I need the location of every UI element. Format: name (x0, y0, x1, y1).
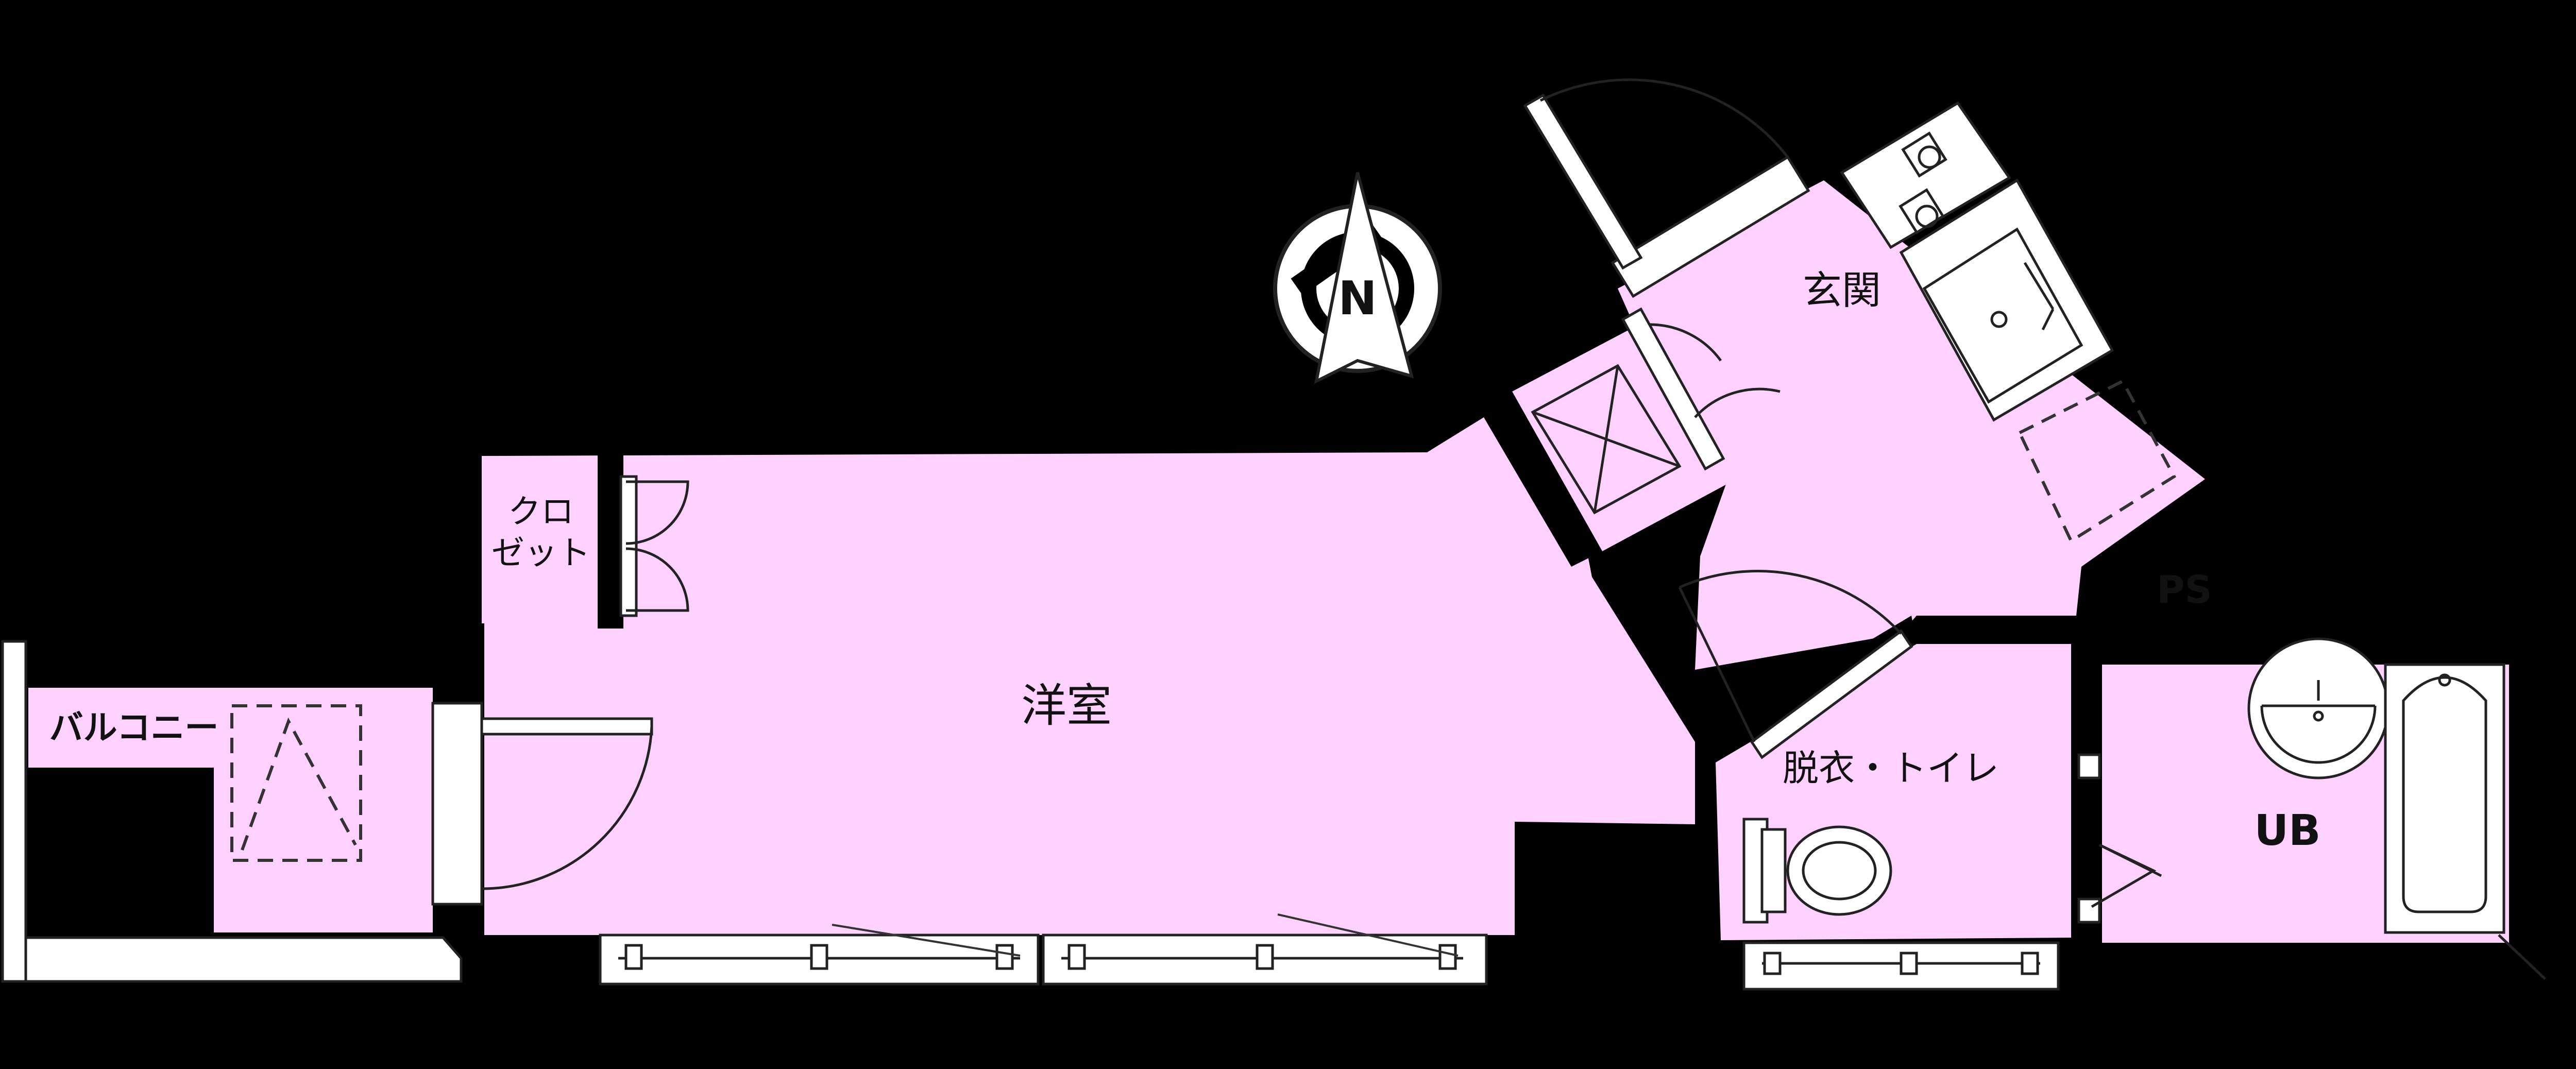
compass-north-label: N (1338, 272, 1377, 326)
ps-wall-edge (2498, 934, 2546, 980)
bottom-window-right (1042, 913, 1488, 986)
balcony-side-rail (1, 640, 27, 983)
closet-label-line1: クロ (508, 493, 574, 531)
balcony-door (480, 717, 653, 890)
toilet-icon (1742, 818, 1892, 924)
closet-wall (598, 453, 623, 629)
balcony-label: バルコニー (49, 708, 219, 748)
balcony-area (28, 688, 433, 932)
western-room-area (484, 417, 1695, 935)
outdoor-unit (230, 704, 362, 862)
entrance-area (1618, 180, 2205, 670)
storage-icon (1531, 364, 1682, 515)
pipe-space-label: PS (2157, 568, 2212, 612)
washer-space-icon (2018, 379, 2176, 544)
unit-bath-label: UB (2254, 806, 2320, 855)
washroom-top-wall (1917, 616, 2076, 644)
storage-door (1621, 307, 1781, 471)
bottom-window-left (599, 924, 1040, 986)
closet-label-line2: ゼット (492, 534, 590, 572)
toilet-window (1742, 941, 2060, 991)
bathtub-icon (2384, 663, 2505, 934)
bath-separator-wall (2071, 644, 2102, 943)
sink-icon (1899, 178, 2114, 422)
washroom-door (1678, 570, 1913, 759)
balcony-door-frame (431, 702, 483, 906)
stove-icon (1840, 101, 2011, 249)
storage-area (1512, 319, 1736, 551)
western-room-label: 洋室 (1021, 679, 1112, 732)
balcony-railing (22, 936, 463, 983)
entrance-label: 玄関 (1803, 267, 1881, 313)
compass-icon: N (1273, 172, 1442, 384)
washroom-wall (1700, 616, 1917, 762)
washroom-toilet-label: 脱衣・トイレ (1783, 747, 1999, 789)
closet-area (482, 456, 598, 623)
closet-doors (619, 475, 689, 617)
storage-wall (1484, 392, 1602, 567)
washbasin-icon (2247, 637, 2389, 779)
entrance-door (1523, 78, 1810, 298)
bath-door (2077, 753, 2162, 924)
